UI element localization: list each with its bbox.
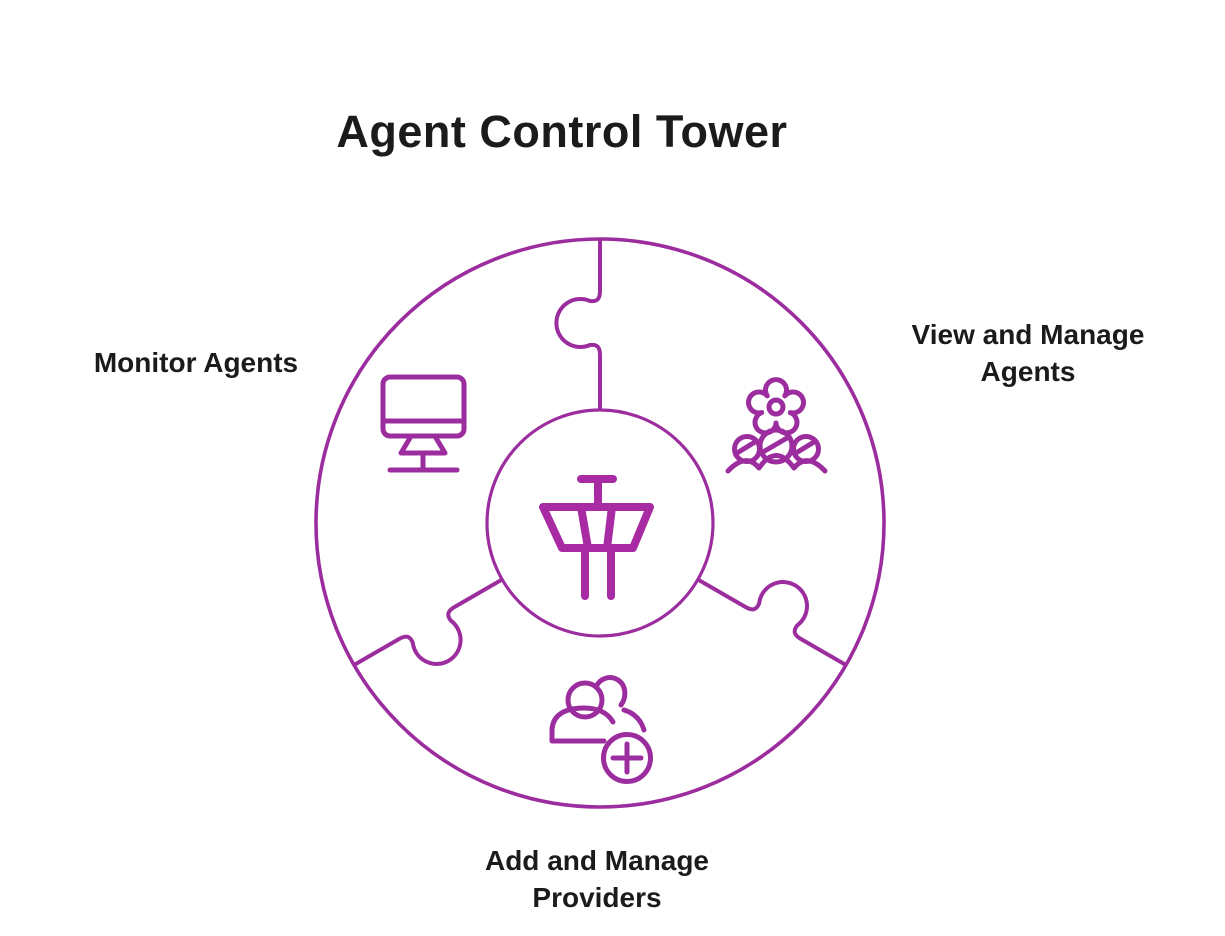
outer-circle [314, 237, 886, 809]
agents-settings-icon [725, 377, 828, 474]
control-tower-icon [539, 475, 654, 600]
puzzle-divider-top [554, 239, 602, 410]
inner-circle [485, 408, 715, 638]
label-add-and-manage-providers: Add and Manage Providers [484, 845, 709, 913]
puzzle-divider-left [353, 577, 504, 667]
monitor-icon [380, 374, 467, 473]
diagram-title: Agent Control Tower [336, 106, 788, 157]
puzzle-divider-right [696, 577, 847, 667]
label-view-and-manage-agents: View and Manage Agents [911, 319, 1145, 387]
add-provider-icon [549, 675, 653, 784]
label-monitor-agents: Monitor Agents [93, 347, 299, 378]
